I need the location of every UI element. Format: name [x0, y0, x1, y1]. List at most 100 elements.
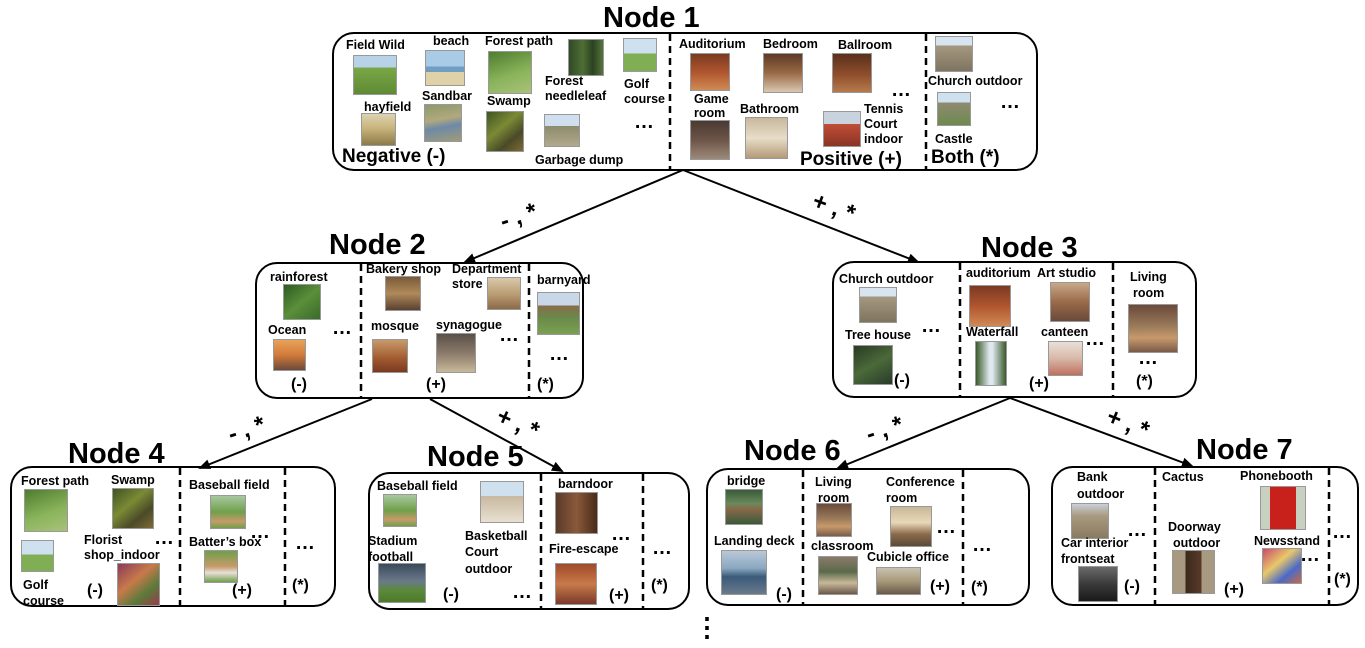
- thumb-church-outdoor-n3: [859, 287, 897, 323]
- thumb-golf-course-n4: [21, 540, 54, 572]
- edge-node3-node7: [1009, 397, 1194, 468]
- label-forest-needleleaf-2: needleleaf: [545, 89, 607, 103]
- label-department-1: Department: [452, 262, 522, 276]
- thumb-auditorium: [690, 53, 730, 91]
- label-field-wild: Field Wild: [346, 38, 405, 52]
- node5-negative-ellipsis: …: [512, 581, 533, 603]
- node2-both-ellipsis: …: [549, 343, 570, 365]
- thumb-bank-outdoor: [1071, 503, 1109, 539]
- node5-negative-label: (-): [443, 586, 459, 603]
- thumb-barndoor: [555, 492, 598, 534]
- thumb-canteen: [1048, 341, 1083, 376]
- label-church-outdoor: Church outdoor: [928, 74, 1023, 88]
- label-basketball-2: Court: [465, 545, 499, 559]
- thumb-stadium-football: [378, 563, 426, 603]
- node7-box: [1051, 466, 1359, 606]
- node7-both-ellipsis: …: [1332, 521, 1353, 543]
- node2-positive-ellipsis: …: [499, 324, 520, 346]
- label-synagogue: synagogue: [436, 318, 502, 332]
- label-bridge: bridge: [727, 474, 766, 488]
- node6-both-label: (*): [971, 579, 988, 596]
- continuation-ellipsis: ⋮: [694, 612, 720, 642]
- thumb-barnyard: [537, 292, 580, 335]
- thumb-forest-needleleaf: [568, 39, 604, 76]
- label-auditorium-n3: auditorium: [966, 266, 1031, 280]
- node1-both-ellipsis: …: [1000, 91, 1021, 113]
- thumb-baseball-field-n4: [210, 495, 246, 529]
- label-garbage-dump: Garbage dump: [535, 153, 624, 167]
- label-car-interior-1: Car interior: [1061, 536, 1129, 550]
- label-auditorium: Auditorium: [679, 37, 746, 51]
- thumb-ocean: [273, 339, 306, 371]
- label-rainforest: rainforest: [270, 270, 328, 284]
- label-tennis-3: indoor: [864, 132, 903, 146]
- label-batters-box: Batter’s box: [189, 535, 262, 549]
- label-bank-outdoor-1: Bank: [1077, 470, 1108, 484]
- thumb-church-outdoor: [935, 36, 973, 72]
- node4-positive-ellipsis: …: [250, 521, 271, 543]
- node5-positive-ellipsis: …: [611, 523, 632, 545]
- label-beach: beach: [433, 34, 470, 48]
- label-sandbar: Sandbar: [422, 89, 473, 103]
- label-basketball-3: outdoor: [465, 562, 513, 576]
- thumb-swamp: [486, 111, 524, 152]
- thumb-doorway-outdoor: [1172, 550, 1215, 594]
- node2-box: [255, 262, 584, 399]
- label-bakery-shop: Bakery shop: [366, 262, 442, 276]
- thumb-baseball-field-n5: [383, 494, 417, 527]
- thumb-batters-box: [204, 550, 238, 583]
- node3-title: Node 3: [981, 232, 1078, 264]
- thumb-conference-room: [890, 506, 932, 547]
- node1-both-label: Both (*): [931, 147, 1000, 168]
- node6-positive-label: (+): [930, 578, 950, 595]
- thumb-waterfall: [975, 341, 1007, 386]
- label-baseball-field-n4: Baseball field: [189, 478, 270, 492]
- label-living-room-n6-1: Living: [815, 475, 852, 489]
- label-phonebooth: Phonebooth: [1240, 469, 1313, 483]
- node7-negative-ellipsis: …: [1127, 519, 1148, 541]
- label-landing-deck: Landing deck: [714, 534, 795, 548]
- label-golf-course-n4-2: course: [23, 594, 64, 608]
- label-basketball-1: Basketball: [465, 529, 528, 543]
- thumb-bridge: [725, 489, 763, 525]
- label-bank-outdoor-2: outdoor: [1077, 487, 1125, 501]
- label-stadium-1: Stadium: [368, 534, 418, 548]
- label-tennis-2: Court: [864, 117, 898, 131]
- edge-node2-node4: [198, 398, 373, 469]
- node3-negative-ellipsis: …: [921, 315, 942, 337]
- node3-both-ellipsis: …: [1138, 347, 1159, 369]
- node4-both-ellipsis: …: [295, 532, 316, 554]
- label-tree-house: Tree house: [845, 328, 911, 342]
- label-stadium-2: football: [368, 550, 414, 564]
- label-cubicle-office: Cubicle office: [867, 550, 949, 564]
- label-barnyard: barnyard: [537, 273, 591, 287]
- node5-positive-label: (+): [609, 587, 629, 604]
- node4-positive-label: (+): [232, 582, 252, 599]
- thumb-field-wild: [353, 55, 397, 95]
- thumb-swamp-n4: [112, 488, 154, 529]
- thumb-sandbar: [424, 104, 462, 142]
- thumb-basketball-court: [480, 481, 524, 523]
- thumb-hayfield: [361, 113, 396, 146]
- node5-both-ellipsis: …: [652, 537, 673, 559]
- thumb-landing-deck: [721, 550, 767, 595]
- edge-node1-node2: [463, 169, 684, 263]
- node7-negative-label: (-): [1124, 578, 1140, 595]
- thumb-living-room-n6: [816, 503, 852, 537]
- node4-negative-ellipsis: …: [154, 527, 175, 549]
- label-game-room-2: room: [694, 106, 726, 120]
- node7-positive-label: (+): [1224, 581, 1244, 598]
- thumb-florist-shop: [117, 563, 160, 606]
- edge-node2-node5: [429, 398, 564, 472]
- thumb-bathroom: [745, 117, 788, 159]
- label-newsstand: Newsstand: [1254, 534, 1320, 548]
- node6-negative-label: (-): [776, 586, 792, 603]
- label-golf-course-2: course: [624, 92, 665, 106]
- label-swamp-n4: Swamp: [111, 473, 155, 487]
- label-fire-escape: Fire-escape: [549, 542, 619, 556]
